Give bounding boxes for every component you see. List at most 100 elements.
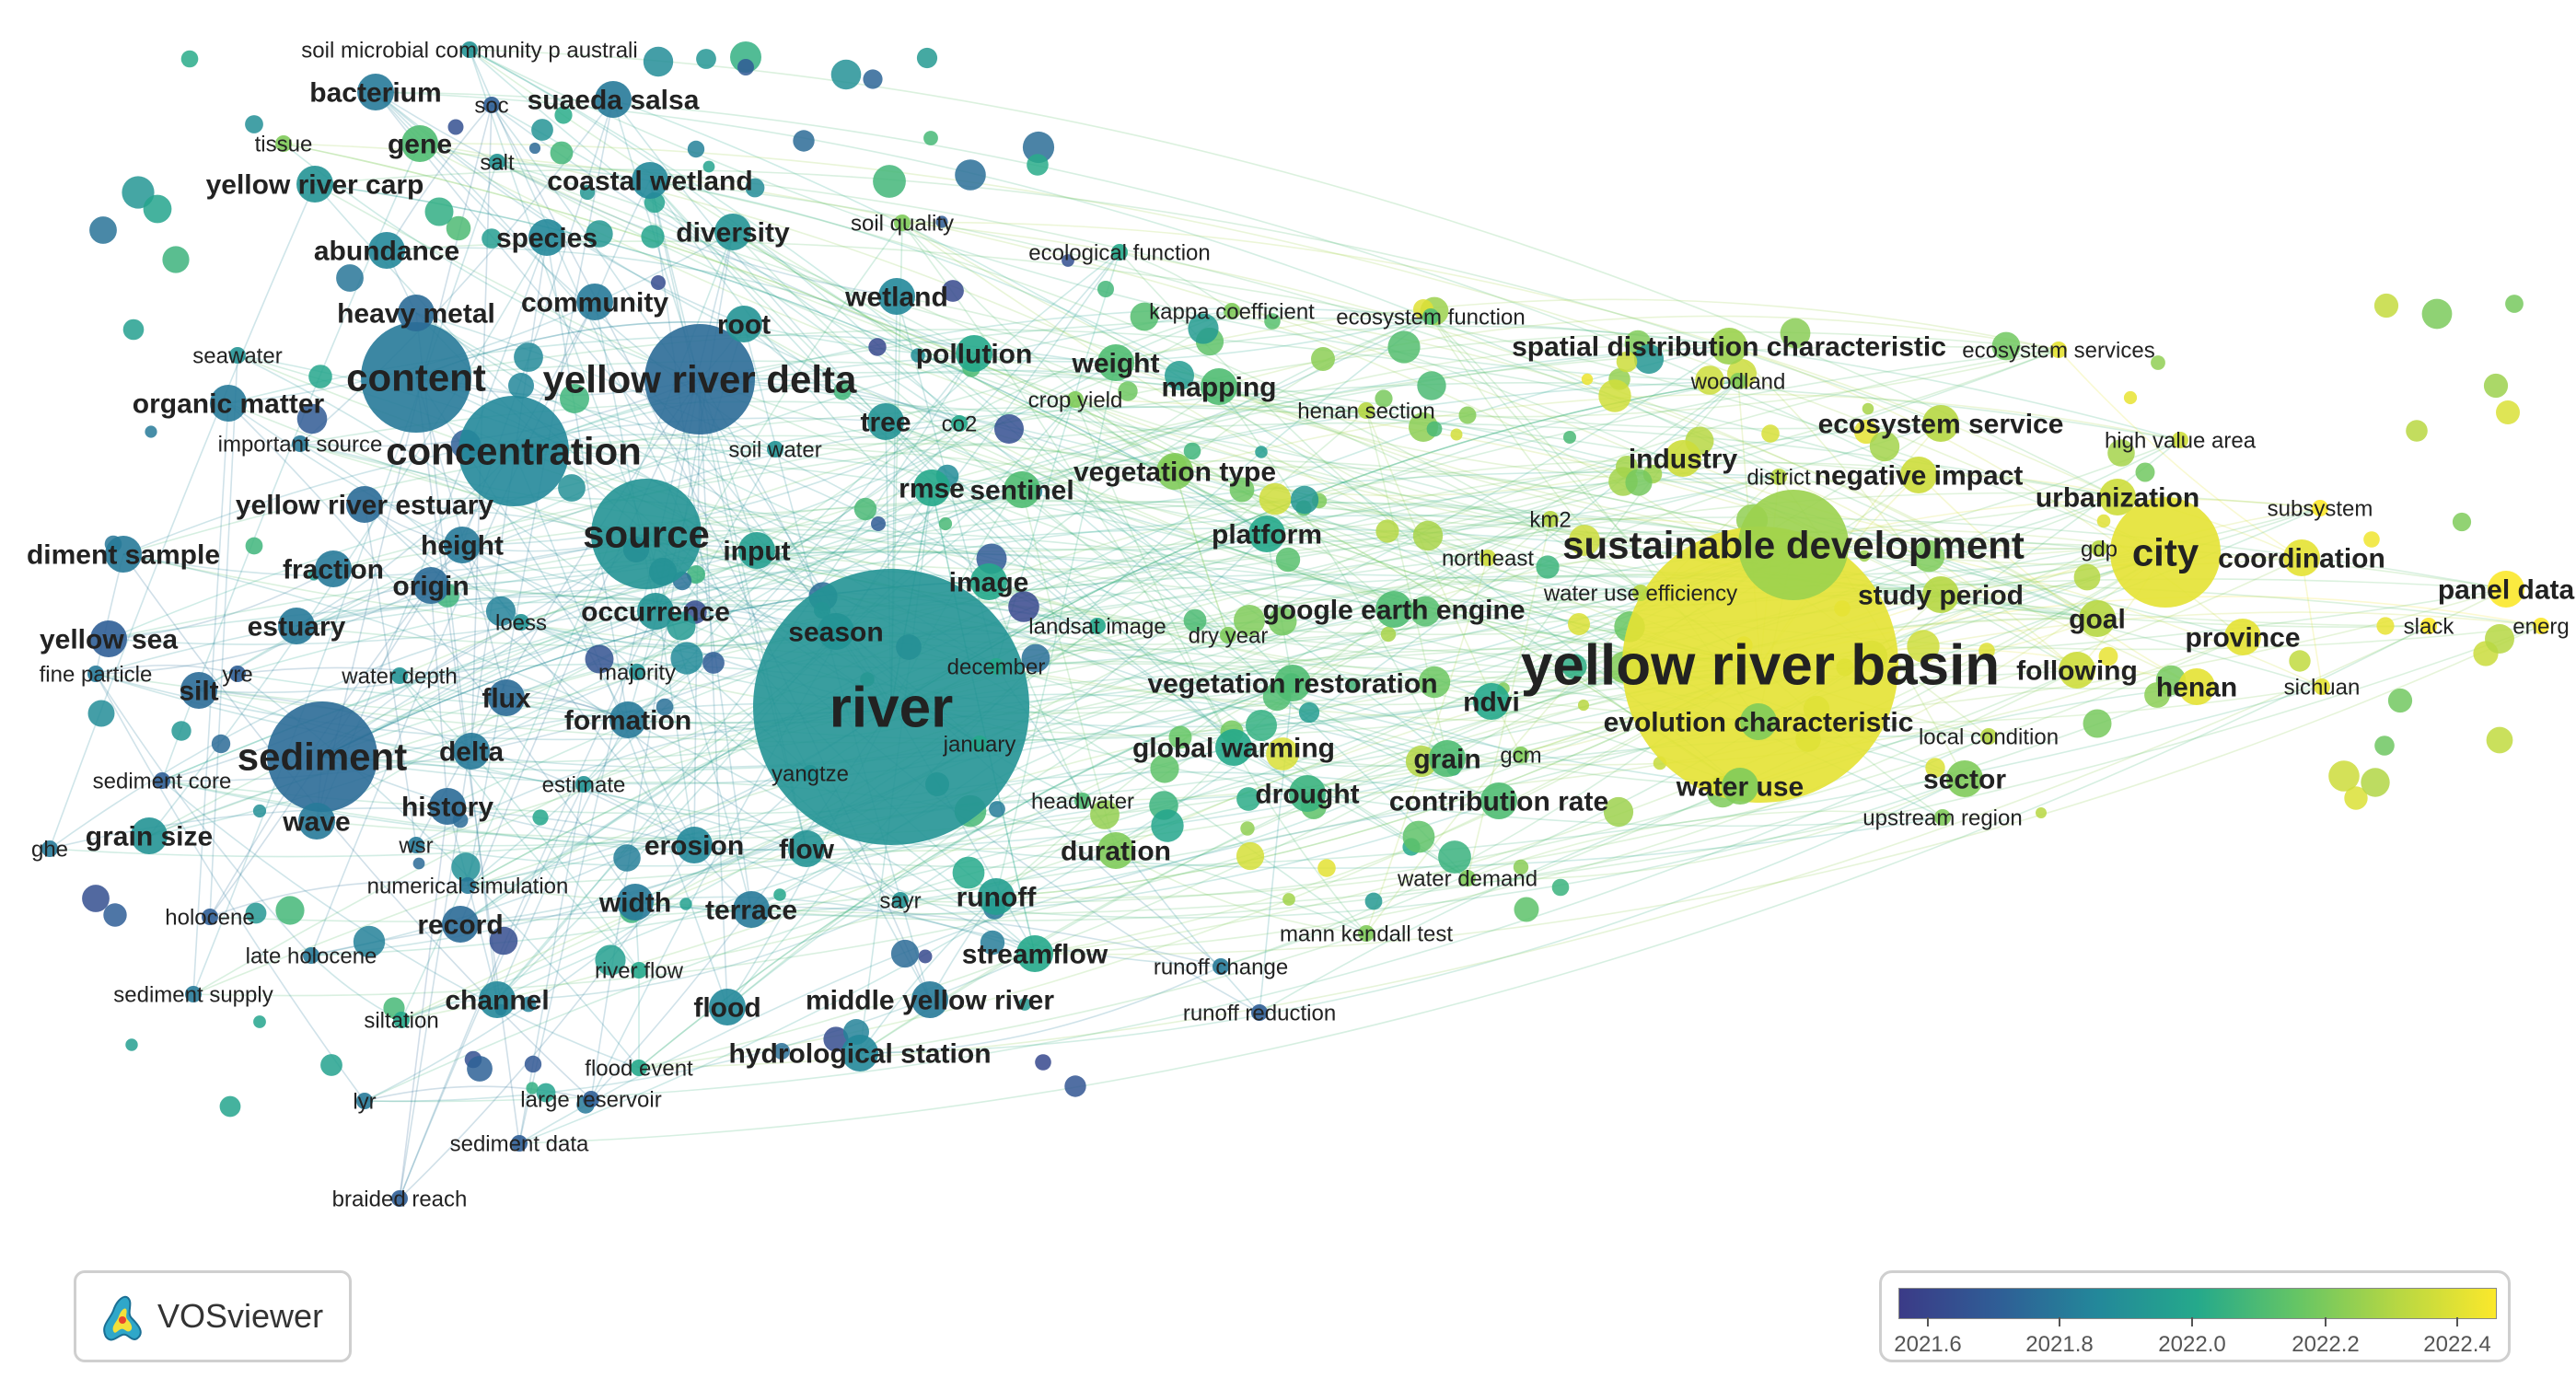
network-node[interactable] [2036, 807, 2047, 818]
network-node[interactable] [773, 888, 786, 901]
network-node[interactable] [2344, 786, 2368, 810]
term-label[interactable]: loess [495, 610, 547, 635]
network-node[interactable] [2485, 624, 2514, 654]
term-label[interactable]: streamflow [962, 940, 1108, 970]
term-node[interactable] [278, 608, 315, 644]
network-node[interactable] [1551, 878, 1570, 897]
term-label[interactable]: henan section [1297, 399, 1434, 423]
network-node[interactable] [446, 215, 471, 241]
network-node[interactable] [1311, 347, 1335, 371]
network-node[interactable] [871, 516, 886, 531]
term-node[interactable] [2488, 571, 2524, 608]
term-node[interactable] [867, 403, 904, 440]
network-node[interactable] [935, 215, 948, 228]
term-node[interactable] [1665, 440, 1701, 477]
network-node[interactable] [412, 857, 425, 870]
term-label[interactable]: wave [282, 807, 350, 838]
network-node[interactable] [2123, 390, 2138, 405]
network-node[interactable] [1598, 379, 1631, 412]
network-node[interactable] [1264, 313, 1281, 330]
term-label[interactable]: upstream region [1862, 805, 2022, 830]
term-node[interactable] [131, 817, 168, 854]
term-label[interactable]: wsr [398, 833, 433, 858]
term-node[interactable] [1097, 344, 1134, 381]
network-node[interactable] [989, 801, 1005, 817]
term-node[interactable] [483, 97, 500, 113]
network-node[interactable] [1912, 539, 1945, 573]
network-node[interactable] [1438, 840, 1471, 874]
term-label[interactable]: spatial distribution characteristic [1512, 332, 1946, 363]
term-label[interactable]: river flow [595, 958, 684, 983]
term-label[interactable]: duration [1061, 837, 1171, 867]
term-node[interactable] [275, 135, 292, 152]
term-label[interactable]: grain size [86, 822, 213, 852]
term-label[interactable]: sustainable development [1562, 524, 2025, 567]
network-node[interactable] [532, 809, 549, 826]
term-label[interactable]: delta [439, 737, 504, 768]
term-node[interactable] [1622, 527, 1898, 803]
term-label[interactable]: coastal wetland [547, 167, 752, 197]
term-label[interactable]: sichuan [2284, 675, 2361, 700]
term-label[interactable]: dry year [1189, 623, 1269, 648]
network-node[interactable] [275, 896, 305, 925]
network-node[interactable] [942, 280, 964, 302]
network-node[interactable] [353, 925, 386, 958]
term-node[interactable] [802, 765, 818, 782]
network-node[interactable] [2083, 709, 2112, 738]
term-node[interactable] [513, 614, 529, 631]
network-node[interactable] [508, 373, 534, 399]
term-node[interactable] [956, 335, 992, 372]
term-label[interactable]: soil microbial community p australi [301, 38, 637, 63]
network-node[interactable] [823, 1026, 849, 1052]
term-label[interactable]: ndvi [1463, 688, 1520, 718]
term-label[interactable]: estimate [542, 772, 626, 797]
term-node[interactable] [725, 306, 762, 342]
network-node[interactable] [1165, 361, 1194, 390]
network-node[interactable] [82, 885, 110, 912]
term-label[interactable]: channel [445, 986, 549, 1016]
network-node[interactable] [1625, 469, 1653, 496]
term-label[interactable]: drought [1255, 780, 1359, 810]
network-node[interactable] [1695, 365, 1724, 395]
term-node[interactable] [412, 567, 449, 604]
network-node[interactable] [1130, 302, 1159, 331]
network-node[interactable] [994, 414, 1024, 444]
term-node[interactable] [87, 666, 104, 682]
term-node[interactable] [911, 981, 948, 1018]
term-node[interactable] [575, 776, 592, 793]
term-node[interactable] [2224, 619, 2261, 655]
term-node[interactable] [1289, 775, 1326, 812]
term-label[interactable]: negative impact [1815, 461, 2024, 492]
term-label[interactable]: fine particle [40, 662, 153, 687]
term-label[interactable]: holocene [165, 905, 254, 930]
network-node[interactable] [1402, 820, 1435, 853]
term-node[interactable] [2420, 618, 2437, 634]
term-node[interactable] [1900, 457, 1937, 493]
term-label[interactable]: yellow river carp [206, 170, 424, 201]
term-node[interactable] [951, 415, 968, 432]
network-node[interactable] [143, 194, 172, 224]
network-node[interactable] [1027, 154, 1049, 176]
term-label[interactable]: sediment core [93, 769, 232, 793]
network-node[interactable] [1514, 897, 1539, 922]
network-node[interactable] [1062, 254, 1074, 267]
network-node[interactable] [773, 1043, 790, 1060]
network-node[interactable] [531, 119, 553, 141]
term-label[interactable]: local condition [1919, 724, 2059, 749]
term-label[interactable]: gdp [2081, 537, 2118, 562]
term-label[interactable]: mapping [1162, 373, 1277, 403]
network-node[interactable] [550, 141, 574, 165]
term-label[interactable]: soil water [728, 437, 821, 462]
term-label[interactable]: slack [2404, 614, 2455, 639]
network-node[interactable] [873, 165, 906, 198]
term-node[interactable] [733, 891, 770, 928]
network-node[interactable] [1275, 547, 1301, 573]
network-node[interactable] [2361, 768, 2390, 797]
term-node[interactable] [644, 324, 755, 434]
term-node[interactable] [1479, 550, 1496, 566]
term-node[interactable] [1473, 683, 1510, 720]
term-label[interactable]: co2 [942, 411, 978, 436]
term-label[interactable]: yellow river delta [543, 358, 857, 401]
network-node[interactable] [830, 59, 862, 90]
